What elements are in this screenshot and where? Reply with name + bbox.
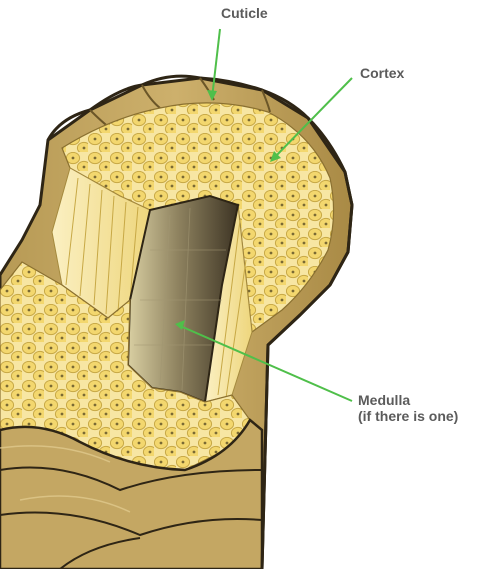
medulla-note-label: (if there is one) <box>358 409 458 424</box>
cuticle-label: Cuticle <box>221 6 268 21</box>
medulla-label: Medulla <box>358 393 410 408</box>
cortex-label: Cortex <box>360 66 404 81</box>
